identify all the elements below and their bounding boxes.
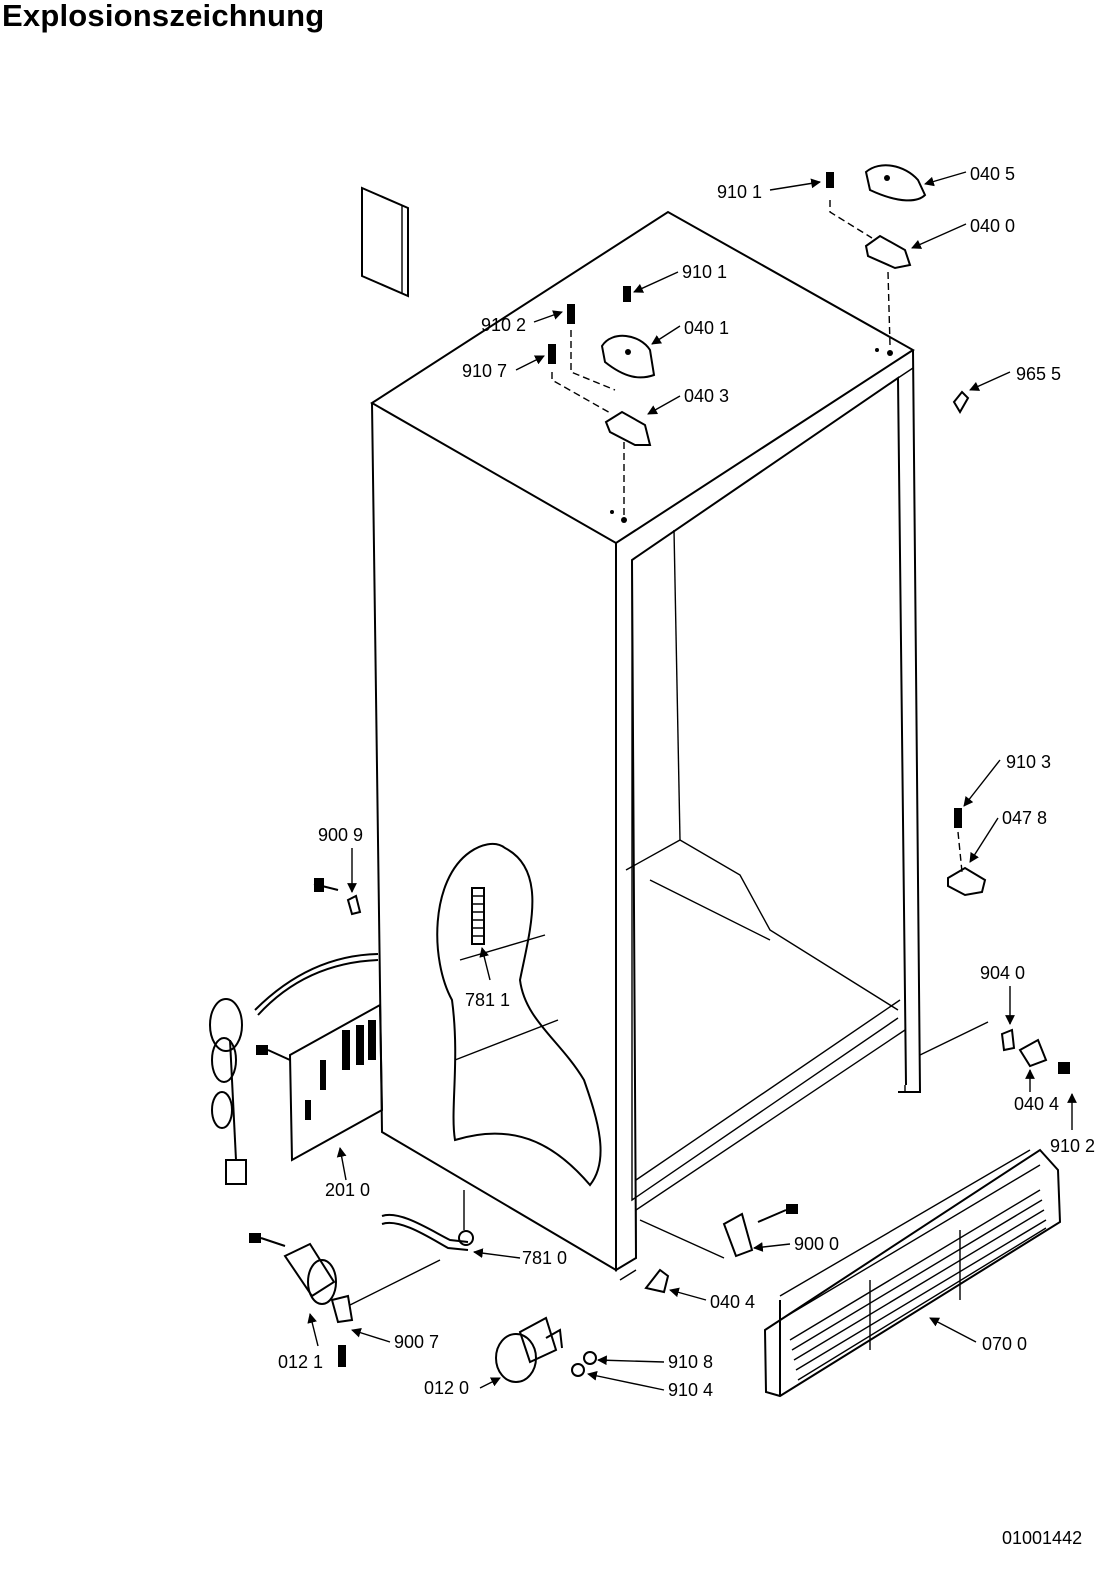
drawing-number: 01001442: [1002, 1528, 1083, 1548]
page-title: Explosionszeichnung: [2, 0, 325, 33]
callout-label: 040 3: [684, 386, 729, 406]
callout-label: 012 0: [424, 1378, 469, 1398]
callout-label: 047 8: [1002, 808, 1047, 828]
callout-label: 900 9: [318, 825, 363, 845]
grille-slots: [789, 1189, 1047, 1381]
callout-label: 910 3: [1006, 752, 1051, 772]
refrigerator-cabinet: [370, 210, 922, 1281]
bottom-parts: [249, 1021, 1070, 1398]
callout-label: 040 0: [970, 216, 1015, 236]
callout-leaders: [307, 171, 1077, 1391]
callout-label: 040 1: [684, 318, 729, 338]
callout-label: 910 2: [1050, 1136, 1095, 1156]
callout-label: 040 4: [710, 1292, 755, 1312]
callout-label: 070 0: [982, 1334, 1027, 1354]
callout-label: 910 7: [462, 361, 507, 381]
service-label-card: [361, 186, 409, 298]
callout-label: 040 4: [1014, 1094, 1059, 1114]
callout-label: 900 7: [394, 1332, 439, 1352]
callout-label: 910 8: [668, 1352, 713, 1372]
callout-label: 910 1: [717, 182, 762, 202]
callout-label: 910 4: [668, 1380, 713, 1400]
callout-label: 781 1: [465, 990, 510, 1010]
callout-label: 040 5: [970, 164, 1015, 184]
callout-labels: 040 5 910 1 040 0 910 1 910 2 040 1 910 …: [278, 164, 1095, 1400]
right-hinge-parts: [947, 808, 987, 897]
left-side-parts: [209, 878, 485, 1185]
callout-label: 012 1: [278, 1352, 323, 1372]
callout-label: 904 0: [980, 963, 1025, 983]
callout-label: 910 2: [481, 315, 526, 335]
callout-label: 900 0: [794, 1234, 839, 1254]
callout-label: 781 0: [522, 1248, 567, 1268]
toe-grille: [763, 1148, 1062, 1398]
spring-coil: [471, 887, 485, 945]
callout-label: 201 0: [325, 1180, 370, 1200]
callout-label: 965 5: [1016, 364, 1061, 384]
top-hinge-parts: [548, 164, 970, 523]
callout-label: 910 1: [682, 262, 727, 282]
